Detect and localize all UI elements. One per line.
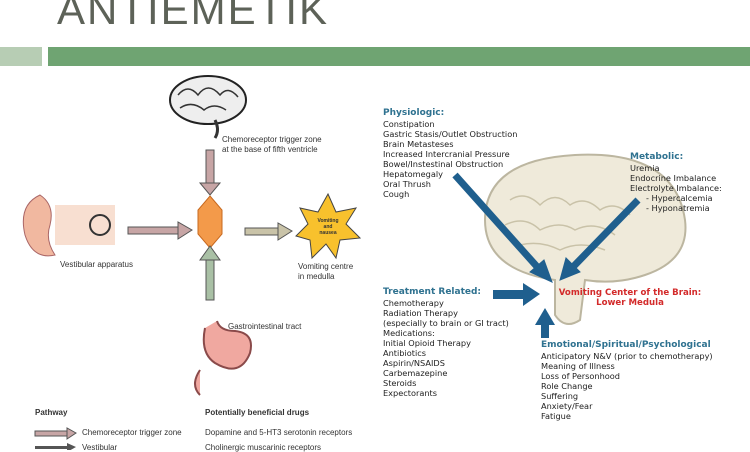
emotional-heading: Emotional/Spiritual/Psychological [541,340,711,350]
list-item: Radiation Therapy [383,308,458,318]
arrow-treatment [493,290,523,299]
arrow-right-vomiting [244,222,293,241]
legend-pathway: Chemoreceptor trigger zone [82,428,182,437]
list-item: - Hyponatremia [646,203,710,213]
label-line: in medulla [298,272,335,281]
list-item: Cough [383,189,410,199]
star-text: Vomiting and nausea [310,218,346,236]
emotional-group: Emotional/Spiritual/Psychological Antici… [541,340,713,421]
arrow-head [529,259,553,283]
vomiting-centre-label: Vomiting centre in medulla [298,262,353,282]
arrow-right-vestibular [127,221,193,240]
star-icon [295,192,362,260]
list-item: Oral Thrush [383,179,431,189]
list-item: Brain Metasteses [383,139,454,149]
list-item: Role Change [541,381,593,391]
legend-arrow-ctz [34,427,77,440]
list-item: Steroids [383,378,417,388]
list-item: Electrolyte Imbalance: [630,183,722,193]
legend-pathway: Vestibular [82,443,118,452]
metabolic-group: Metabolic: Uremia Endocrine Imbalance El… [630,152,722,213]
brain-causes-diagram [452,153,687,325]
ctz-label-line: Chemoreceptor trigger zone [222,135,322,144]
legend-drugs: Cholinergic muscarinic receptors [205,443,322,452]
slide-title: ANTIEMETIK [57,0,330,33]
vestibular-label: Vestibular apparatus [60,260,133,269]
vomiting-center-label: Vomiting Center of the Brain: Lower Medu… [545,288,715,308]
star-line: nausea [319,230,337,236]
list-item: Uremia [630,163,660,173]
ear-icon [22,194,115,257]
treatment-group: Treatment Related: Chemotherapy Radiatio… [383,287,509,398]
list-item: Medications: [383,328,435,338]
list-item: - Hypercalcemia [646,193,713,203]
ctz-label: Chemoreceptor trigger zone at the base o… [222,135,322,155]
list-item: Bowel/Instestinal Obstruction [383,159,504,169]
stomach-icon [194,320,252,396]
list-item: Gastric Stasis/Outlet Obstruction [383,129,518,139]
star-line: Vomiting [317,218,339,224]
arrow-down-ctz [198,149,222,196]
arrow-metabolic [569,197,641,271]
list-item: Constipation [383,119,435,129]
list-item: Initial Opioid Therapy [383,338,471,348]
list-item: Hepatomegaly [383,169,443,179]
physiologic-group: Physiologic: Constipation Gastric Stasis… [383,108,517,199]
arrows-lower [493,283,555,338]
list-item: Suffering [541,391,579,401]
arrow-head [559,257,581,281]
list-item: Fatigue [541,411,571,421]
ctz-label-line: at the base of fifth ventricle [222,145,318,154]
arrow-emotional [535,308,555,325]
metabolic-heading: Metabolic: [630,152,684,162]
pathway-diagram [22,75,362,450]
star-line: and [323,224,333,230]
legend-arrow-vestibular [35,443,76,450]
legend-drugs-header: Potentially beneficial drugs [205,408,310,417]
list-item: Increased Intercranial Pressure [383,149,510,159]
arrow-up-gi [199,245,221,301]
gi-label: Gastrointestinal tract [228,322,302,331]
list-item: Antibiotics [383,348,427,358]
list-item: Loss of Personhood [541,371,620,381]
list-item: (especially to brain or GI tract) [383,318,509,328]
list-item: Expectorants [383,388,438,398]
legend-drugs: Dopamine and 5-HT3 serotonin receptors [205,428,353,437]
label-line: Vomiting centre [298,262,354,271]
center-line: Vomiting Center of the Brain: [558,288,702,298]
header-band-light [0,47,42,66]
list-item: Carbemazepine [383,368,448,378]
list-item: Meaning of Illness [541,361,615,371]
arrow-physiologic [452,172,543,273]
list-item: Endocrine Imbalance [630,173,717,183]
brain-icon [169,75,247,139]
list-item: Chemotherapy [383,298,444,308]
treatment-heading: Treatment Related: [383,287,482,297]
list-item: Aspirin/NSAIDS [383,358,445,368]
ctz-shape [197,195,223,249]
physiologic-heading: Physiologic: [383,108,445,118]
legend-pathway-header: Pathway [35,408,68,417]
list-item: Anticipatory N&V (prior to chemotherapy) [541,351,713,361]
center-line: Lower Medula [596,298,664,308]
header-band-dark [48,47,750,66]
list-item: Anxiety/Fear [541,401,593,411]
